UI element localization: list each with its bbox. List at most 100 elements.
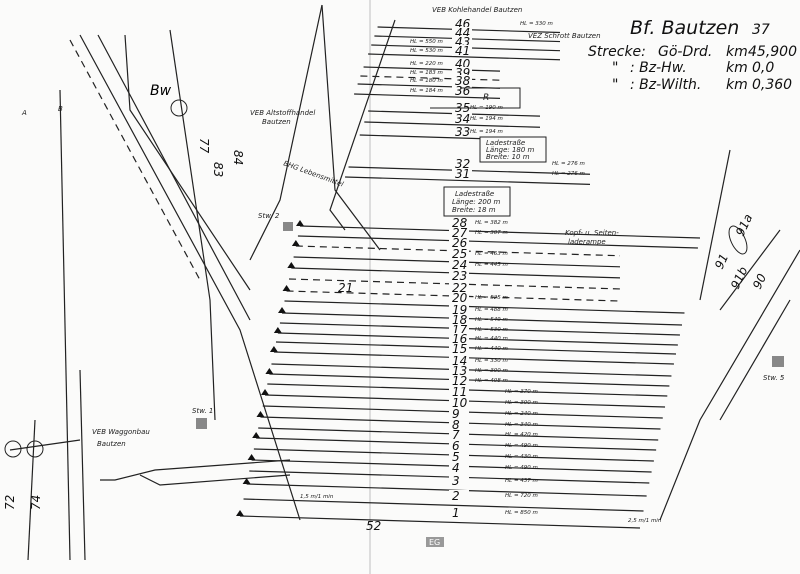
track-number-bg xyxy=(449,237,469,248)
track-number-bg xyxy=(449,419,469,430)
track-number-16: 16 xyxy=(452,332,468,346)
rampe-label: Kopf- u. Seiten- xyxy=(565,229,619,237)
gradient-label: 2,5 m/1 min xyxy=(628,518,662,524)
track-usable-length: HL = 340 m xyxy=(505,422,538,428)
track-number-7: 7 xyxy=(452,428,460,442)
track-number-bg xyxy=(452,36,472,47)
track-number-bg xyxy=(452,168,472,179)
track-number-6: 6 xyxy=(452,439,460,453)
eg-label: EG xyxy=(429,538,440,547)
track-number-25: 25 xyxy=(452,247,467,261)
bw-label: Bw xyxy=(150,83,172,99)
ladestrasse-1-title: Ladestraße xyxy=(486,139,525,147)
loop-icon xyxy=(728,225,748,255)
switch-icon xyxy=(252,432,261,438)
switch-icon xyxy=(256,411,265,417)
track-usable-length: HL = 720 m xyxy=(505,493,538,499)
track-usable-length: HL = 184 m xyxy=(410,88,443,94)
track-number-bg xyxy=(449,324,469,335)
switch-icon xyxy=(273,327,282,333)
track-number-27: 27 xyxy=(452,226,468,240)
ladestrasse-2-box xyxy=(443,186,511,217)
track-31 xyxy=(345,176,591,185)
track-usable-length: HL = 488 m xyxy=(475,307,508,313)
track-72-label: 72 xyxy=(3,495,17,510)
track-13 xyxy=(269,373,670,387)
track-usable-length: HL = 194 m xyxy=(470,116,503,122)
track-number-bg xyxy=(449,408,469,419)
stw5-label: Stw. 5 xyxy=(763,374,785,382)
track-18 xyxy=(279,322,680,336)
rampe-label-2: laderampe xyxy=(568,238,606,246)
ladestrasse-1-width: Breite: 10 m xyxy=(486,153,530,161)
schrott-label: VEZ Schrott Bautzen xyxy=(528,32,601,40)
track-usable-length: HL = 445 m xyxy=(475,262,508,268)
track-number-bg xyxy=(449,227,469,238)
stw2-label: Stw. 2 xyxy=(258,212,280,220)
track-usable-length: HL = 180 m xyxy=(410,78,443,84)
track-number-bg xyxy=(449,490,469,501)
track-number-bg xyxy=(449,282,469,293)
track-number-bg xyxy=(452,27,472,38)
track-17 xyxy=(277,332,678,346)
track-91-label: 91 xyxy=(712,252,731,272)
track-1 xyxy=(239,515,641,529)
track-19 xyxy=(281,312,683,326)
track-number-bg xyxy=(452,58,472,69)
track-usable-length: HL = 330 m xyxy=(475,358,508,364)
track-usable-length: HL = 490 m xyxy=(505,443,538,449)
track-14 xyxy=(271,363,672,377)
track-number-36: 36 xyxy=(455,84,471,98)
track-90-label: 90 xyxy=(750,271,769,291)
track-usable-length: HL = 437 m xyxy=(505,478,538,484)
stw1-building xyxy=(196,418,207,429)
stw5-building xyxy=(772,356,784,367)
ramp-r-label: R xyxy=(483,93,489,103)
track-number-8: 8 xyxy=(452,418,460,432)
section-b-label: B xyxy=(58,105,63,113)
track-number-bg xyxy=(449,475,469,486)
track-number-bg xyxy=(449,333,469,344)
route-prefix: " xyxy=(612,77,618,93)
page-number: 37 xyxy=(752,22,770,38)
track-usable-length: HL = 276 m xyxy=(552,171,585,177)
track-number-2: 2 xyxy=(452,489,460,503)
track-number-bg xyxy=(449,440,469,451)
track-number-13: 13 xyxy=(452,364,467,378)
km-unit: km xyxy=(726,77,748,93)
km-value: 45,900 xyxy=(748,44,797,60)
track-usable-length: HL = 240 m xyxy=(505,411,538,417)
track-usable-length: HL = 183 m xyxy=(410,70,443,76)
track-91a-label: 91a xyxy=(733,212,755,238)
track-usable-length: HL = 307 m xyxy=(475,230,508,236)
route-prefix: Strecke: xyxy=(588,44,646,60)
track-usable-length: HL = 440 m xyxy=(475,346,508,352)
track-28 xyxy=(299,225,701,239)
track-number-24: 24 xyxy=(452,258,467,272)
switch-icon xyxy=(282,285,291,291)
track-usable-length: HL = 220 m xyxy=(410,61,443,67)
track-usable-length: HL = 300 m xyxy=(505,400,538,406)
stw1-label: Stw. 1 xyxy=(192,407,213,415)
track-number-41: 41 xyxy=(455,44,470,58)
switch-icon xyxy=(261,389,270,395)
track-number-26: 26 xyxy=(452,236,468,250)
waggonbau-label: VEB Waggonbau xyxy=(92,428,150,436)
track-usable-length: HL = 525 m xyxy=(475,295,508,301)
switch-icon xyxy=(247,454,256,460)
track-usable-length: HL = 549 m xyxy=(475,317,508,323)
track-usable-length: HL = 463 m xyxy=(475,251,508,257)
section-a-label: A xyxy=(21,109,27,117)
track-number-bg xyxy=(449,314,469,325)
track-84-label: 84 xyxy=(231,150,245,165)
track-usable-length: HL = 300 m xyxy=(475,368,508,374)
track-usable-length: HL = 850 m xyxy=(505,510,538,516)
track-number-bg xyxy=(449,462,469,473)
track-number-bg xyxy=(452,67,472,78)
main-lines xyxy=(9,4,800,561)
turntable-icon xyxy=(4,440,22,458)
switch-icon xyxy=(269,346,278,352)
